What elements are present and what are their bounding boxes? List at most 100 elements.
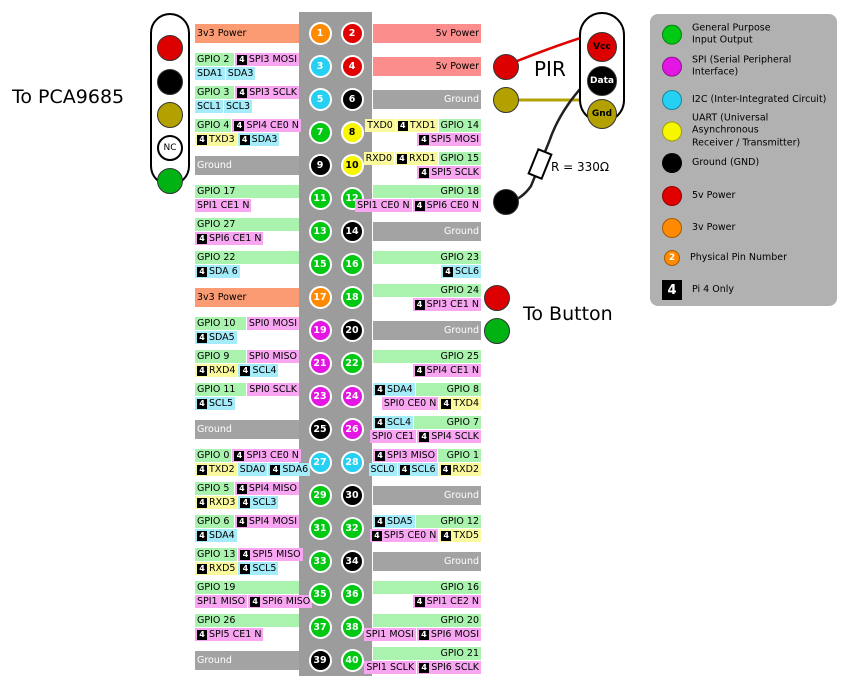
function-spi: SPI0 MISO [246, 350, 299, 363]
function-label: GPIO 25 [440, 351, 479, 362]
legend-label: Physical Pin Number [690, 251, 788, 263]
function-line: Ground [195, 420, 299, 439]
function-gpio: GPIO 8 [415, 383, 481, 396]
function-label: SPI0 MISO [248, 351, 297, 362]
pin-14-label: Ground [373, 215, 481, 248]
function-line: GPIO 24 [373, 284, 481, 297]
pi4-only-badge: 4 [234, 120, 245, 131]
function-label: SCL0 [370, 464, 395, 475]
legend-label: Pi 4 Only [692, 283, 735, 295]
pin-35: 35 [308, 583, 332, 606]
pi4-only-badge: 4 [375, 417, 385, 428]
pin-34-label: Ground [373, 545, 481, 578]
function-spi: SPI0 MOSI [246, 317, 299, 330]
resistor [527, 148, 553, 180]
pi4-only-badge: 4 [240, 563, 251, 574]
pi4-only-badge: 4 [239, 134, 250, 145]
function-gnd: Ground [195, 651, 299, 670]
function-label: Ground [197, 655, 232, 666]
function-gnd: Ground [373, 321, 481, 340]
function-label: SDA1 [197, 68, 223, 79]
pi4-only-badge: 4 [418, 134, 429, 145]
pin-38: 38 [340, 616, 364, 639]
legend-item: SPI (Serial Peripheral Interface) [662, 55, 830, 80]
pi4-only-badge: 4 [197, 233, 207, 244]
function-pw5: 5v Power [373, 57, 481, 76]
pin-6: 6 [340, 88, 364, 111]
pi4-only-badge: 4 [399, 464, 410, 475]
pi4-only-badge: 4 [414, 299, 425, 310]
pca9685-label: To PCA9685 [12, 86, 125, 108]
function-label: GPIO 27 [197, 219, 236, 230]
function-label: SDA4 [209, 530, 235, 541]
function-label: SPI1 CE2 N [426, 596, 479, 607]
pir-vcc-terminal: Vcc [587, 32, 617, 62]
pin-29: 29 [308, 484, 332, 507]
function-spi: SPI1 SCLK [364, 661, 417, 674]
function-label: Ground [444, 490, 479, 501]
function-label: GPIO 13 [197, 549, 236, 560]
pin-pair: 35 36 [299, 583, 373, 606]
pin-36: 36 [340, 583, 364, 606]
orange-swatch [662, 218, 682, 238]
function-label: TXD4 [453, 398, 479, 409]
legend-label: General Purpose Input Output [692, 22, 771, 46]
function-gnd: Ground [195, 156, 299, 175]
function-label: SPI5 CE0 N [383, 530, 437, 541]
function-label: SPI3 SCLK [249, 87, 297, 98]
pin-25: 25 [308, 418, 332, 441]
function-line: 5v Power [373, 24, 481, 43]
function-label: GPIO 17 [197, 186, 236, 197]
pi4-only-badge: 4 [240, 497, 251, 508]
function-pw5: 5v Power [373, 24, 481, 43]
function-gnd: Ground [373, 90, 481, 109]
pir-data-terminal: Data [587, 66, 617, 96]
pin-27: 27 [308, 451, 332, 474]
function-label: Ground [197, 424, 232, 435]
terminal-green [157, 168, 183, 194]
function-label: SCL6 [411, 464, 436, 475]
pin-24: 24 [340, 385, 364, 408]
function-line: GPIO 22 [195, 251, 299, 264]
pir-label: PIR [534, 57, 566, 81]
